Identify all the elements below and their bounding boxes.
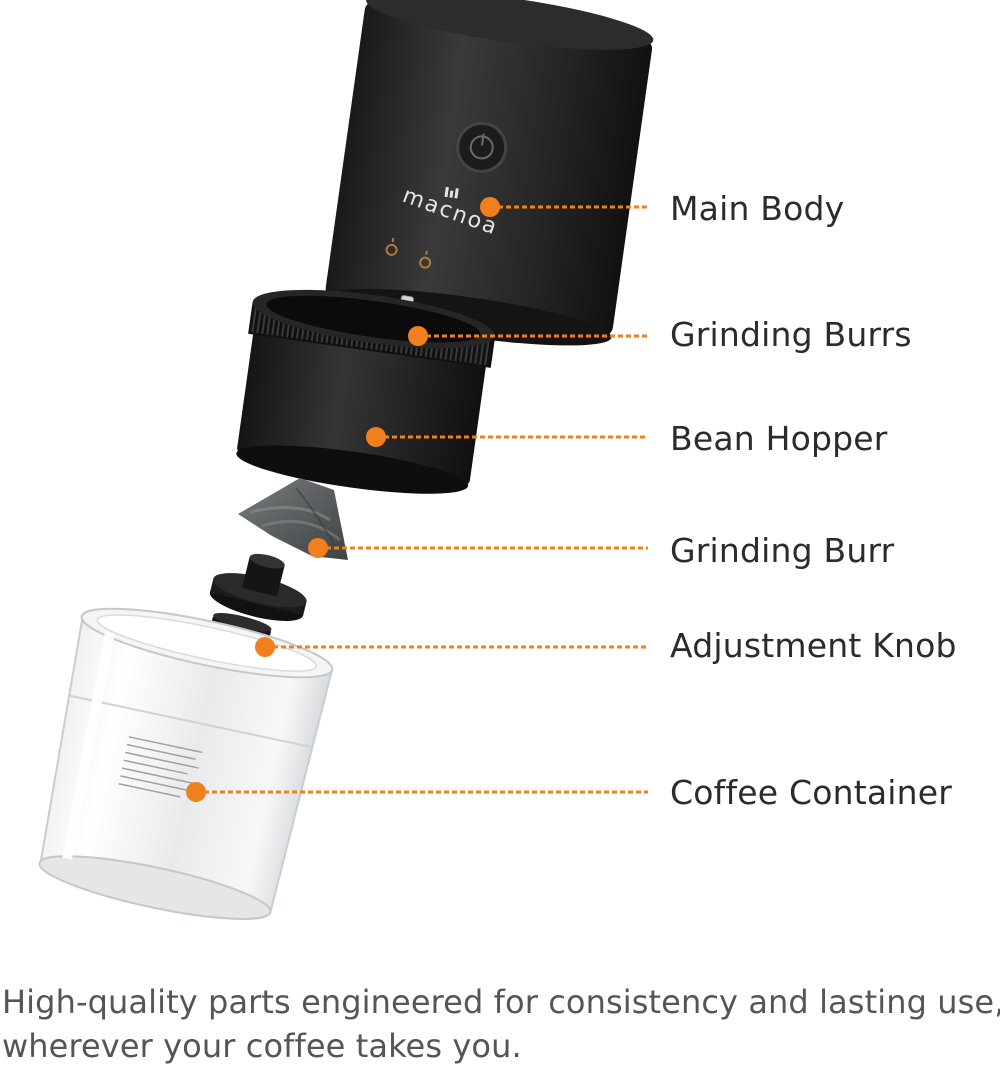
leader-dot-main-body	[480, 197, 500, 217]
leader-dot-coffee-container	[186, 782, 206, 802]
coffee-container-graphic	[38, 607, 334, 920]
main-body-graphic: macnoa	[324, 0, 654, 346]
leader-dot-grinding-burrs	[408, 326, 428, 346]
label-main-body: Main Body	[670, 189, 845, 228]
grinding-burr-graphic	[238, 478, 348, 560]
label-coffee-container: Coffee Container	[670, 773, 953, 812]
caption: High-quality parts engineered for consis…	[2, 980, 1000, 1068]
bean-hopper-graphic	[236, 289, 496, 494]
leader-lines	[186, 197, 648, 802]
label-grinding-burrs: Grinding Burrs	[670, 315, 912, 354]
label-bean-hopper: Bean Hopper	[670, 419, 888, 458]
caption-line-2: wherever your coffee takes you.	[2, 1027, 522, 1065]
leader-dot-adjustment-knob	[255, 637, 275, 657]
led-indicator-icon	[385, 237, 432, 269]
leader-dot-grinding-burr	[308, 538, 328, 558]
label-adjustment-knob: Adjustment Knob	[670, 626, 957, 665]
knob-nut-graphic	[209, 553, 307, 621]
power-button-icon	[456, 121, 508, 173]
label-grinding-burr: Grinding Burr	[670, 531, 895, 570]
caption-line-1: High-quality parts engineered for consis…	[2, 983, 1000, 1021]
leader-dot-bean-hopper	[366, 427, 386, 447]
